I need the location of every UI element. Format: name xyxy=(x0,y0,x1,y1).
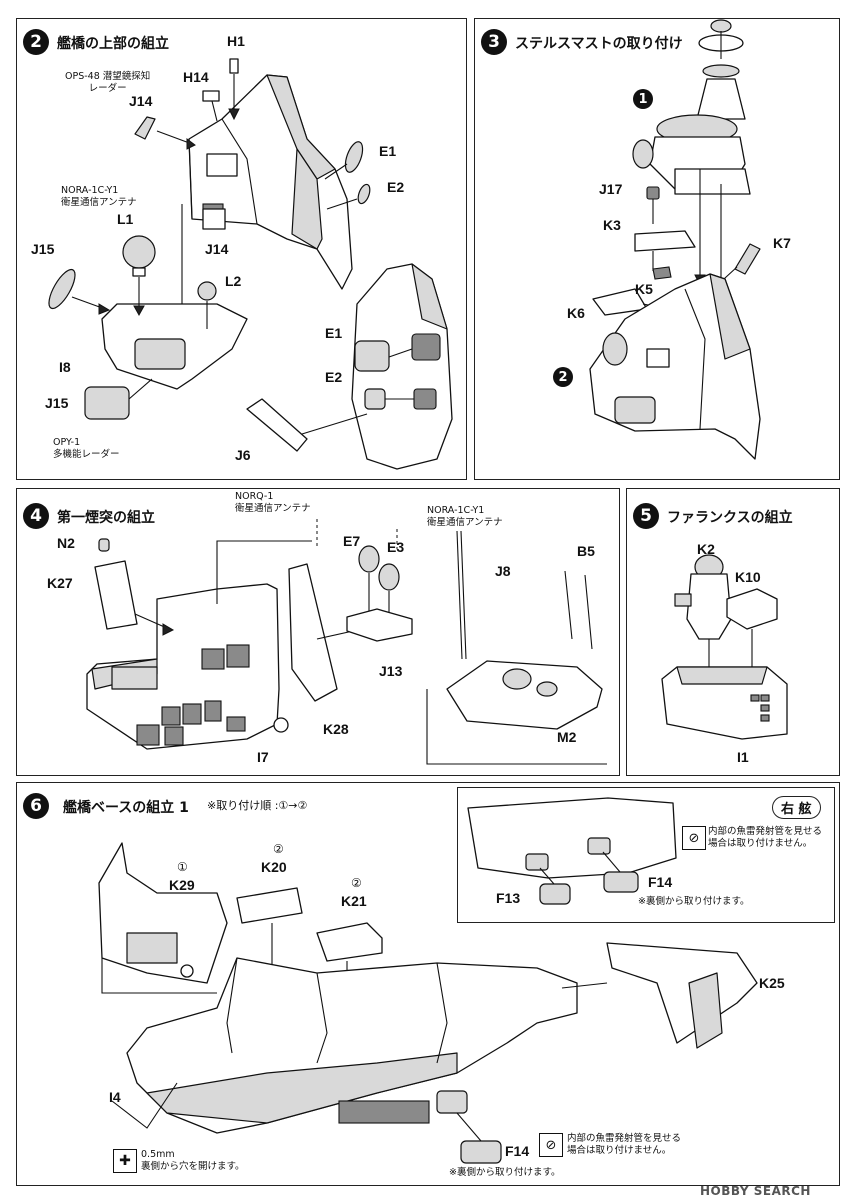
part-e2-top: E2 xyxy=(387,179,405,195)
part-j14-top: J14 xyxy=(129,93,153,109)
part-k6: K6 xyxy=(567,305,585,321)
hobby-search-watermark: HOBBY SEARCH xyxy=(700,1184,811,1198)
part-k10: K10 xyxy=(735,569,761,585)
step-2-badge: 2 xyxy=(23,29,49,55)
part-h1: H1 xyxy=(227,33,245,49)
bottom-back-note: ※裏側から取り付けます。 xyxy=(449,1167,561,1178)
step-5-badge: 5 xyxy=(633,503,659,529)
part-e1-top: E1 xyxy=(379,143,397,159)
part-i4: I4 xyxy=(109,1089,121,1105)
step-6-illustration xyxy=(98,842,758,1164)
part-k25: K25 xyxy=(759,975,785,991)
step-3-illustration xyxy=(589,19,761,460)
step-6-badge: 6 xyxy=(23,793,49,819)
part-e2-bottom: E2 xyxy=(325,369,343,385)
part-j15-top: J15 xyxy=(31,241,55,257)
step-4-title: 第一煙突の組立 xyxy=(57,510,155,526)
part-j8: J8 xyxy=(495,563,511,579)
part-f14-inset: F14 xyxy=(648,874,673,890)
part-l2: L2 xyxy=(225,273,242,289)
no-entry-icon-bottom: ⊘ xyxy=(539,1133,563,1157)
part-b5: B5 xyxy=(577,543,595,559)
part-f13: F13 xyxy=(496,890,521,906)
bottom-torpedo-note: 内部の魚雷発射管を見せる場合は取り付けません。 xyxy=(567,1133,682,1156)
step-3-title: ステルスマストの取り付け xyxy=(515,36,683,52)
subassembly-1-badge: 1 xyxy=(633,89,653,109)
part-j6: J6 xyxy=(235,447,251,463)
part-e7: E7 xyxy=(343,533,361,549)
part-k29: K29 xyxy=(169,877,195,893)
part-k27: K27 xyxy=(47,575,73,591)
part-n2: N2 xyxy=(57,535,75,551)
step-5-title: ファランクスの組立 xyxy=(667,510,793,526)
starboard-inset: 右 舷 ⊘ 内部の魚雷発射管を見せる場合は取り付けません。 F13 F14 ※裏… xyxy=(457,787,835,923)
part-k3: K3 xyxy=(603,217,621,233)
part-f14-bottom: F14 xyxy=(505,1143,530,1159)
part-m2: M2 xyxy=(557,729,577,745)
part-l1: L1 xyxy=(117,211,134,227)
subassembly-2-badge: 2 xyxy=(553,367,573,387)
starboard-label: 右 舷 xyxy=(772,796,821,819)
step-4-badge: 4 xyxy=(23,503,49,529)
part-k7: K7 xyxy=(773,235,791,251)
step-3-panel: 3 ステルスマストの取り付け 1 2 J17 K3 K7 K5 K6 xyxy=(474,18,840,480)
inset-note: 内部の魚雷発射管を見せる場合は取り付けません。 xyxy=(708,826,823,849)
step-2-illustration xyxy=(48,58,453,470)
k21-order: ② xyxy=(351,876,362,890)
part-e1-bottom: E1 xyxy=(325,325,343,341)
part-j13: J13 xyxy=(379,663,403,679)
part-i8: I8 xyxy=(59,359,71,375)
part-j17: J17 xyxy=(599,181,623,197)
step-2-title: 艦橋の上部の組立 xyxy=(57,36,169,52)
part-h14: H14 xyxy=(183,69,209,85)
part-k2: K2 xyxy=(697,541,715,557)
part-j15-bottom: J15 xyxy=(45,395,69,411)
step-3-badge: 3 xyxy=(481,29,507,55)
part-i7: I7 xyxy=(257,749,269,765)
no-entry-icon: ⊘ xyxy=(682,826,706,850)
step-4-illustration xyxy=(86,519,607,765)
vent-grilles xyxy=(136,644,250,746)
part-k28: K28 xyxy=(323,721,349,737)
part-e3: E3 xyxy=(387,539,405,555)
inset-back-note: ※裏側から取り付けます。 xyxy=(638,896,750,907)
install-order-note: ※取り付け順 :①→② xyxy=(207,799,308,812)
k29-order: ① xyxy=(177,860,188,874)
step-6-panel: 6 艦橋ベースの組立 1 ※取り付け順 :①→② ① K29 ② K20 ② K… xyxy=(16,782,840,1186)
drill-icon: ✚ xyxy=(113,1149,137,1173)
part-k21: K21 xyxy=(341,893,367,909)
part-k20: K20 xyxy=(261,859,287,875)
part-i1: I1 xyxy=(737,749,749,765)
part-j14-bottom: J14 xyxy=(205,241,229,257)
step-5-illustration xyxy=(661,554,788,740)
ops48-note: OPS-48 潜望鏡探知レーダー xyxy=(65,71,151,94)
starboard-inset-illustration xyxy=(467,797,677,905)
step-5-panel: 5 ファランクスの組立 K2 K10 I1 xyxy=(626,488,840,776)
step-6-title: 艦橋ベースの組立 1 xyxy=(63,800,189,816)
k20-order: ② xyxy=(273,842,284,856)
part-k5: K5 xyxy=(635,281,653,297)
